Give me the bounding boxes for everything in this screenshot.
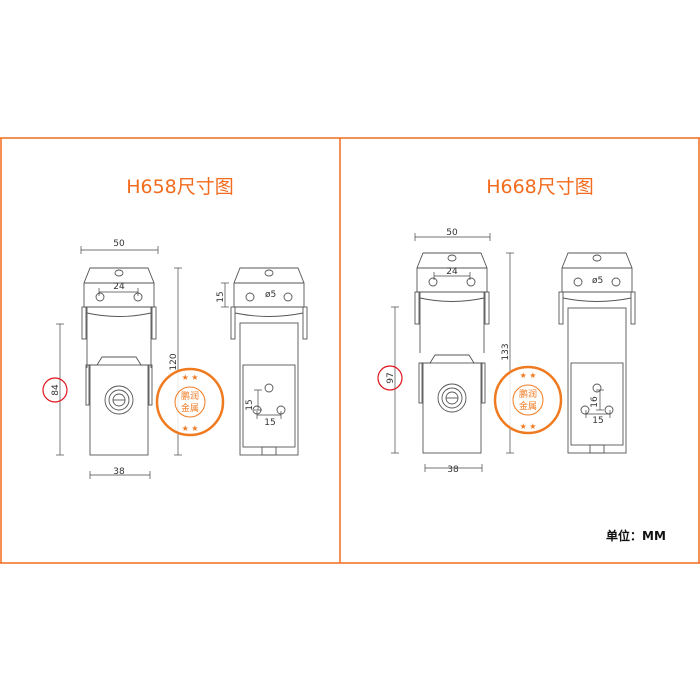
h658-front-side-rail [85,364,90,406]
h658-side-hinge-curve [234,312,304,317]
dim-width-top: 50 [446,228,458,238]
svg-text:鹏润: 鹏润 [519,388,537,400]
stamp-seal-right: 鹏润 金属 ★ ★ ★ ★ [493,365,563,435]
h668-front-mount-hole [447,254,457,262]
h668-front-side-rail [481,362,486,404]
h658-front-hinge-curve [86,312,152,317]
h658-dimensions: 50 24 84 120 38 15 ø5 15 15 [51,239,276,477]
h668-front-hole [428,277,438,287]
h668-front-hinge-curve [419,297,485,302]
h658-front-hinge-flap [151,306,157,340]
stamp-center-line1: 鹏润 [181,390,199,402]
panel-title-h668: H668尺寸图 [486,176,594,198]
h668-side-mount-hole [592,254,602,262]
h658-front-lock-outer [104,385,134,415]
panel-title-h658: H658尺寸图 [126,176,234,198]
dim-height-open: 97 [386,372,396,383]
dim-height-total: 133 [501,343,511,360]
h658-front-side-rail [148,364,153,406]
h668-front-lock-outer [437,383,467,413]
h658-side-body [239,322,299,456]
h668-dimensions: 50 24 97 133 38 ø5 16 15 [386,228,604,475]
stamp-center-line2: 金属 [181,402,199,414]
h658-side-hole [283,292,293,302]
dim-side-top: 15 [216,291,226,302]
h668-side-rivet-hole [604,405,614,415]
h668-side-hinge-flap [630,291,636,325]
h658-front-tab-bump [87,356,151,366]
h658-side-hinge-flap [230,306,236,340]
dim-side-v: 15 [245,399,255,410]
h668-side-rivet-hole [580,405,590,415]
h658-front-lock-mid [108,389,130,411]
h658-side-rivet-hole [264,383,274,393]
highlight-circle-97 [377,365,403,391]
h658-front-lower-body [89,364,149,456]
h668-front-hinge-flap [484,291,490,325]
h668-front-hole [466,277,476,287]
h668-front-lock-mid [441,387,463,409]
h668-side-hinge-flap [558,291,564,325]
h658-front-hole [95,292,105,302]
h658-front-hinge-flap [81,306,87,340]
svg-text:金属: 金属 [519,400,537,412]
h668-side-hole [611,277,621,287]
dim-hole-spacing: 24 [446,267,458,277]
dim-height-total: 120 [169,353,179,370]
dim-side-h: 15 [592,416,603,426]
h658-side-hole [245,292,255,302]
h658-front-mount-hole [114,269,124,277]
svg-text:★ ★: ★ ★ [520,422,537,431]
h668-front-lower-body [422,362,482,454]
dim-width-bottom: 38 [447,465,459,475]
dim-width-top: 50 [113,239,125,249]
h668-front-side-rail [418,362,423,404]
h668-side-hinge-curve [562,297,632,302]
unit-label: 单位：MM [606,529,666,543]
h668-side-hole [573,277,583,287]
dim-hole-spacing: 24 [113,282,125,292]
highlight-circle-84 [42,377,68,403]
h668-side-body [567,307,627,454]
dim-hole-dia: ø5 [265,290,276,300]
latch-drawings [56,233,636,479]
h658-side-hinge-flap [302,306,308,340]
h668-side-rivet-hole [592,383,602,393]
svg-text:★ ★: ★ ★ [182,373,199,382]
h668-side-catch [589,444,605,454]
dim-side-v: 16 [590,396,600,408]
dim-hole-dia: ø5 [592,276,603,286]
h658-side-mount-hole [264,269,274,277]
dim-width-bottom: 38 [113,467,125,477]
svg-text:★ ★: ★ ★ [520,371,537,380]
svg-text:★ ★: ★ ★ [182,424,199,433]
h658-side-top-plate [233,267,305,308]
h668-front-tab-bump [420,354,484,364]
dim-height-open: 84 [51,384,61,396]
h658-side-catch [261,446,277,456]
stamp-seal-left: 鹏润 金属 ★ ★ ★ ★ [155,367,225,437]
frame [0,137,700,564]
h668-front-hinge-flap [414,291,420,325]
h668-side-top-plate [561,252,633,293]
dim-side-h: 15 [264,418,275,428]
